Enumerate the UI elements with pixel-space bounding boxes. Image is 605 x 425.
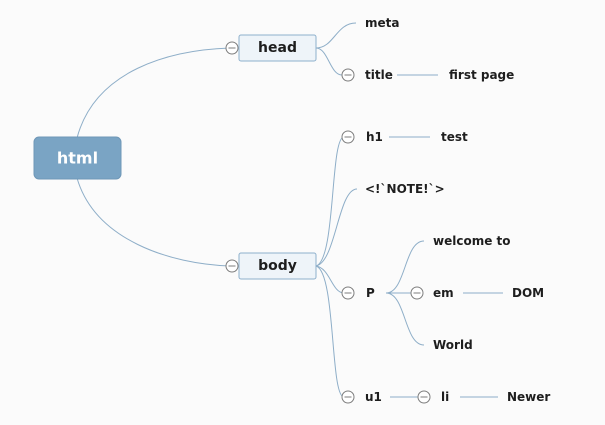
node-meta[interactable]: meta	[365, 16, 399, 30]
collapse-head-icon[interactable]	[225, 41, 239, 55]
body-box	[238, 252, 317, 280]
collapse-p-icon[interactable]	[341, 286, 355, 300]
connector-body-p	[315, 265, 345, 294]
node-h1[interactable]: h1	[366, 130, 383, 144]
node-p-world[interactable]: World	[433, 338, 473, 352]
collapse-body-icon[interactable]	[225, 259, 239, 273]
node-ul[interactable]: u1	[365, 390, 382, 404]
node-title[interactable]: title	[365, 68, 393, 82]
branch-head[interactable]: head	[225, 34, 317, 62]
node-p-welcome[interactable]: welcome to	[433, 234, 511, 248]
node-h1-text[interactable]: test	[441, 130, 468, 144]
node-li[interactable]: li	[441, 390, 449, 404]
connector-p-welcome	[385, 240, 425, 294]
connector-body-h1	[315, 136, 345, 267]
head-box	[238, 34, 317, 62]
connector-head-title	[315, 47, 343, 76]
node-em[interactable]: em	[433, 286, 454, 300]
head-label: head	[258, 40, 297, 56]
connector-root-head	[76, 47, 231, 139]
connector-p-world	[385, 292, 425, 346]
collapse-title-icon[interactable]	[341, 68, 355, 82]
connector-head-meta	[315, 22, 357, 49]
node-li-text[interactable]: Newer	[507, 390, 550, 404]
connector-body-comment	[315, 188, 358, 267]
collapse-ul-icon[interactable]	[341, 390, 355, 404]
collapse-li-icon[interactable]	[417, 390, 431, 404]
connector-root-body	[76, 177, 231, 267]
collapse-h1-icon[interactable]	[341, 130, 355, 144]
root-box	[33, 136, 122, 180]
root-label: html	[57, 149, 98, 168]
node-title-text[interactable]: first page	[449, 68, 514, 82]
root-node-html[interactable]: html	[33, 136, 122, 180]
connectors	[76, 22, 503, 398]
collapse-em-icon[interactable]	[410, 286, 424, 300]
node-p[interactable]: P	[366, 286, 375, 300]
connector-body-ul	[315, 265, 345, 398]
node-comment[interactable]: <!`NOTE!`>	[365, 182, 445, 196]
node-em-text[interactable]: DOM	[512, 286, 544, 300]
branch-body[interactable]: body	[225, 252, 317, 280]
body-label: body	[258, 258, 297, 274]
